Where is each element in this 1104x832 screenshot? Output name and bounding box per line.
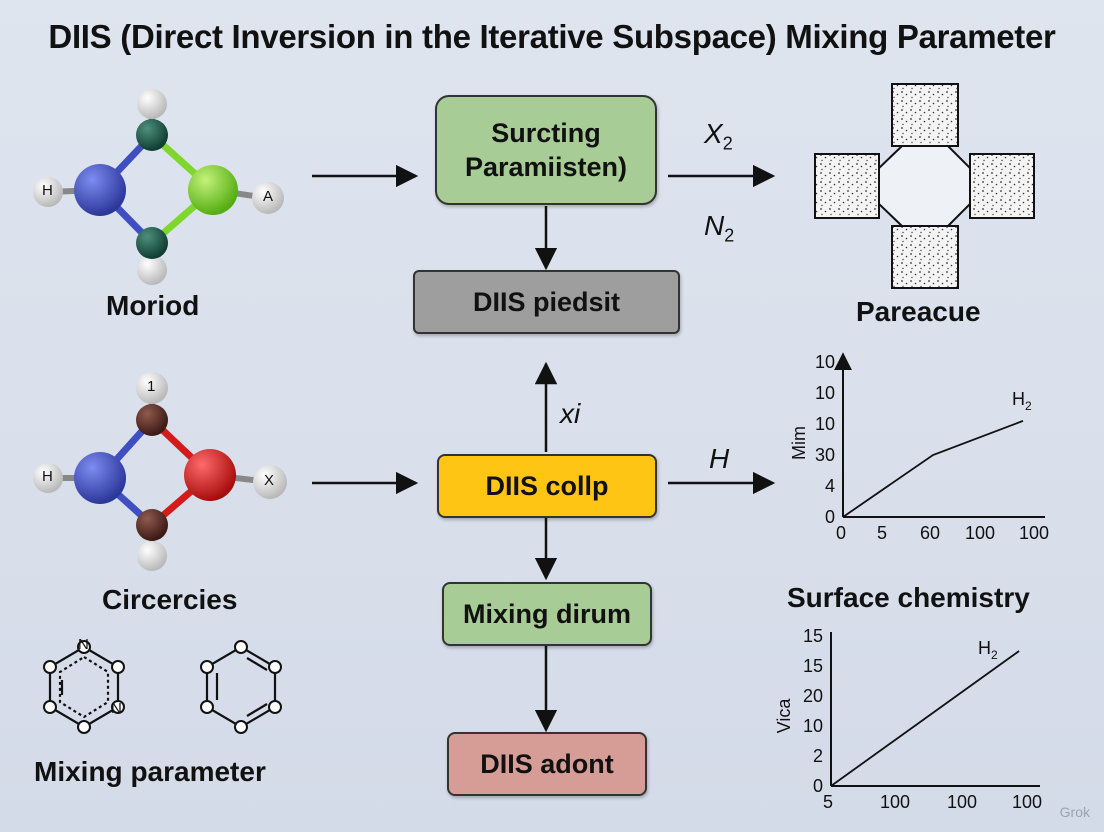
series-line-h2 — [830, 650, 1020, 787]
y-tick-label: 10 — [803, 716, 823, 736]
y-tick-label: 20 — [803, 686, 823, 706]
lime-atom — [188, 165, 238, 215]
series-annotation-h2: H2 — [1012, 389, 1032, 413]
molecule-moriod — [33, 89, 284, 285]
label-n2: N2 — [704, 210, 734, 247]
chart-heading: Surface chemistry — [787, 582, 1030, 613]
label-circercies: Circercies — [102, 584, 238, 615]
x-tick-label: 5 — [877, 523, 887, 543]
atom-label-a: A — [263, 188, 274, 205]
hydrogen-atom — [33, 177, 63, 207]
nitrogen-atom — [74, 164, 126, 216]
tile-left — [814, 153, 880, 219]
x-tick-label: 100 — [947, 792, 977, 812]
series-annotation-sub: 2 — [1025, 399, 1032, 413]
atom-label-1: 1 — [147, 378, 156, 395]
y-axis-label: Vica — [774, 698, 794, 734]
y-tick-label: 15 — [803, 656, 823, 676]
carbon-atom — [136, 119, 168, 151]
label-h: H — [709, 443, 730, 474]
flow-arrows — [312, 164, 776, 733]
y-tick-label: 0 — [825, 507, 835, 527]
atom-label-h2: H — [42, 468, 53, 485]
x-tick-label: 100 — [1019, 523, 1049, 543]
watermark: Grok — [1059, 804, 1090, 820]
box-diis-adont: DIIS adont — [447, 732, 647, 796]
series-annotation-sub: 2 — [991, 648, 998, 662]
hydrogen-atom — [137, 541, 167, 571]
y-tick-label: 10 — [815, 383, 835, 403]
tile-top — [891, 83, 959, 147]
label-xi: xi — [560, 398, 581, 429]
box-surcting-paramiisten: Surcting Paramiisten) — [435, 95, 657, 205]
atom-1 — [136, 372, 168, 404]
center-octagon — [878, 145, 971, 227]
carbon-atom — [136, 509, 168, 541]
x-tick-label: 100 — [965, 523, 995, 543]
y-tick-label: 10 — [815, 414, 835, 434]
y-axis-label: Mim — [789, 426, 809, 460]
ring-atom-label-n2: N — [111, 700, 122, 717]
carbon-atom — [136, 404, 168, 436]
y-tick-label: 0 — [813, 776, 823, 796]
chart1-axes — [834, 352, 1045, 518]
series-annotation-h2: H2 — [978, 638, 998, 662]
label-n2-sub: 2 — [724, 225, 735, 246]
label-mixing-parameter: Mixing parameter — [34, 756, 266, 787]
box-diis-piedsit: DIIS piedsit — [413, 270, 680, 334]
y-tick-label: 2 — [813, 746, 823, 766]
box-mixing-dirum: Mixing dirum — [442, 582, 652, 646]
ring-pyridine — [48, 645, 120, 729]
hydrogen-atom — [33, 463, 63, 493]
ring-atoms-left — [43, 640, 125, 734]
oxygen-atom — [184, 449, 236, 501]
y-tick-label: 10 — [815, 352, 835, 372]
x-tick-label: 100 — [1012, 792, 1042, 812]
label-x2: X2 — [704, 118, 733, 155]
chart2: 0 2 10 20 15 15 5 100 100 100 Vica H2 — [774, 626, 1042, 812]
label-x2-base: X — [704, 118, 723, 149]
chart2-axes — [830, 632, 1040, 787]
ring-atom-label-n1: N — [78, 636, 89, 653]
ring-benzene — [205, 645, 277, 729]
series-line-h2 — [842, 420, 1024, 518]
x-tick-label: 5 — [823, 792, 833, 812]
a-atom — [252, 182, 284, 214]
x-tick-label: 0 — [836, 523, 846, 543]
y-tick-label: 15 — [803, 626, 823, 646]
label-pareacue: Pareacue — [856, 296, 981, 327]
nitrogen-atom — [74, 452, 126, 504]
tile-right — [969, 153, 1035, 219]
x-tick-label: 60 — [920, 523, 940, 543]
dotted-structure — [814, 83, 1035, 289]
label-x2-sub: 2 — [722, 133, 733, 154]
tile-bottom — [891, 225, 959, 289]
x-atom — [253, 465, 287, 499]
carbon-atom — [136, 227, 168, 259]
label-moriod: Moriod — [106, 290, 200, 321]
molecule-circercies — [33, 372, 287, 571]
box-diis-collp: DIIS collp — [437, 454, 657, 518]
label-n2-base: N — [704, 210, 725, 241]
x-tick-label: 100 — [880, 792, 910, 812]
atom-label-x: X — [264, 472, 275, 489]
y-tick-label: 30 — [815, 445, 835, 465]
ring-atoms-right — [200, 640, 282, 734]
page-title: DIIS (Direct Inversion in the Iterative … — [48, 18, 1056, 55]
atom-label-h: H — [42, 182, 53, 199]
hydrogen-atom — [137, 89, 167, 119]
hydrogen-atom — [137, 255, 167, 285]
y-tick-label: 4 — [825, 476, 835, 496]
